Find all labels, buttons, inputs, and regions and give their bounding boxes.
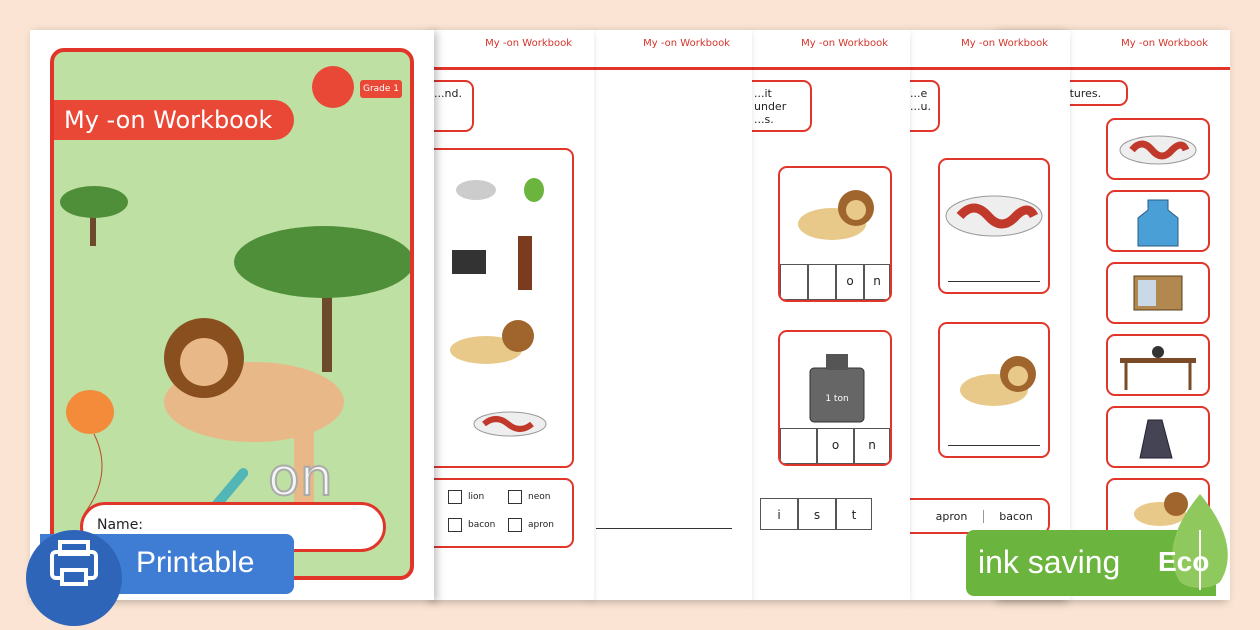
word-option[interactable]: lion — [448, 490, 484, 504]
worksheet-page-3: My -on Workbook ...it under ...s. o n 1 … — [752, 30, 910, 600]
instruction-box: ...nd. — [432, 80, 474, 132]
eco-label: Eco — [1158, 546, 1210, 577]
worksheet-page-1: My -on Workbook ...nd. lion neon bacon a… — [432, 30, 594, 600]
page-header-title: My -on Workbook — [643, 38, 730, 49]
word-card-ton: 1 ton o n — [778, 330, 892, 466]
word-label: lion — [468, 492, 485, 502]
word-label: apron — [528, 520, 554, 530]
leaf-icon — [1172, 494, 1228, 590]
printable-label: Printable — [136, 546, 255, 579]
word-option[interactable]: apron — [508, 518, 554, 532]
checkbox[interactable] — [448, 518, 462, 532]
page-header: My -on Workbook — [1000, 30, 1230, 70]
picture-grid — [432, 148, 574, 468]
instruction-text: ...it under ...s. — [754, 87, 787, 126]
word-option[interactable]: bacon — [448, 518, 495, 532]
page-header: My -on Workbook — [910, 30, 1070, 70]
letter-cell — [780, 428, 817, 464]
word-bank-apron: apron — [920, 510, 984, 523]
page-header-title: My -on Workbook — [485, 38, 572, 49]
instruction-box: ...it under ...s. — [752, 80, 812, 132]
printable-badge: Printable — [0, 530, 294, 626]
cover-panel: Grade 1 My -on Workbook on Name: — [50, 48, 414, 580]
picture-apron — [1106, 190, 1210, 252]
page-header-title: My -on Workbook — [961, 38, 1048, 49]
picture-lion — [938, 322, 1050, 458]
picture-iron — [1106, 406, 1210, 468]
writing-line — [596, 528, 732, 529]
picture-book — [1106, 262, 1210, 324]
picture-table — [1106, 334, 1210, 396]
page-header-title: My -on Workbook — [1121, 38, 1208, 49]
cover-illustration — [60, 186, 410, 517]
checkbox[interactable] — [508, 490, 522, 504]
grade-badge: Grade 1 — [360, 80, 402, 98]
focus-word: on — [267, 447, 334, 509]
picture-bacon — [938, 158, 1050, 294]
children-illustration — [312, 66, 354, 108]
page-header: My -on Workbook — [432, 30, 594, 70]
letter-cell: o — [817, 428, 854, 464]
printer-icon — [26, 530, 122, 626]
cover-title: My -on Workbook — [54, 100, 294, 140]
worksheet-page-2: My -on Workbook — [592, 30, 752, 600]
worksheet-page-4: My -on Workbook ...e ...u. apron bacon — [910, 30, 1070, 600]
weight-label: 1 ton — [825, 394, 849, 404]
letter-cell: o — [836, 264, 864, 300]
ink-saving-label: ink saving — [978, 544, 1121, 580]
word-card-lion: o n — [778, 166, 892, 302]
word-label: neon — [528, 492, 551, 502]
instruction-text: ...nd. — [434, 87, 462, 100]
instruction-box: ...e ...u. — [910, 80, 940, 132]
name-label: Name: — [97, 517, 144, 533]
eco-badge: ink saving Eco — [966, 494, 1260, 596]
word-bank: apron bacon — [910, 498, 1050, 534]
word-label: bacon — [468, 520, 496, 530]
letter-cell: s — [798, 498, 836, 530]
letter-cell: t — [836, 498, 872, 530]
letter-row: i s t — [760, 498, 872, 532]
word-options: lion neon bacon apron — [432, 478, 574, 548]
letter-cell: i — [760, 498, 798, 530]
checkbox[interactable] — [448, 490, 462, 504]
letter-cell: n — [864, 264, 890, 300]
letter-cell — [808, 264, 836, 300]
letter-cell: n — [854, 428, 890, 464]
cover-page: Grade 1 My -on Workbook on Name: — [30, 30, 434, 600]
picture-bacon — [1106, 118, 1210, 180]
page-header: My -on Workbook — [752, 30, 910, 70]
letter-cell — [780, 264, 808, 300]
word-bank-bacon: bacon — [999, 510, 1033, 523]
instruction-text: ...e ...u. — [910, 87, 931, 113]
page-header: My -on Workbook — [592, 30, 752, 70]
checkbox[interactable] — [508, 518, 522, 532]
word-option[interactable]: neon — [508, 490, 550, 504]
page-header-title: My -on Workbook — [801, 38, 888, 49]
